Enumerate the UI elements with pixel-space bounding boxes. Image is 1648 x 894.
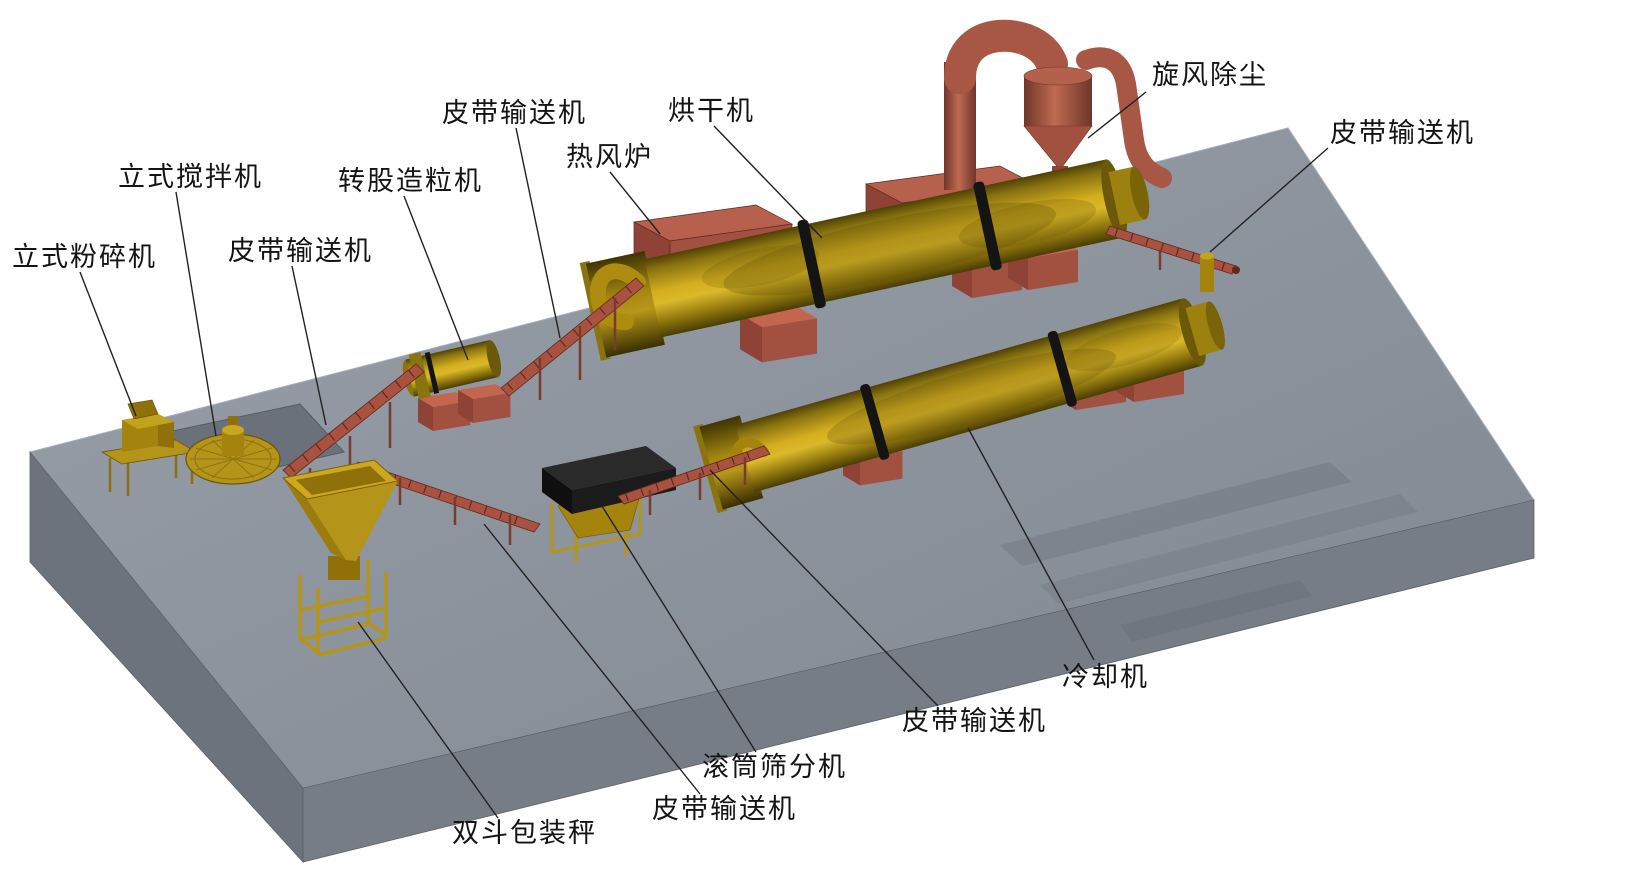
screener-legs [550,486,642,562]
label-belt-conveyor-discharge: 皮带输送机 [1330,118,1475,148]
cyclone-lid [1023,66,1093,86]
dryer-riding-ring [973,181,1002,271]
floor-stain [1000,462,1352,566]
granulator-end-cap-right [486,340,502,378]
conveyor-legs [538,298,617,400]
cooler-discharge-head [1185,301,1223,357]
crusher-table-legs [108,446,194,496]
platform-right-face [302,499,1535,863]
mixer-grid [190,439,276,479]
conveyor-lattice [625,451,751,502]
floor-stain [1120,580,1312,642]
conveyor-lattice [288,369,415,473]
screener-body-front [572,468,676,514]
leader-vertical-mixer [175,191,217,437]
cooler-riding-ring [860,383,890,460]
leader-drum-screener [601,505,757,753]
dryer-feed-chute [589,263,646,330]
leader-cyclone [1087,91,1147,139]
leader-cooler [967,427,1095,661]
leader-belt-conveyor-packing [483,523,701,795]
screener-body-top [542,446,676,490]
mixer-machine [185,416,281,485]
floor-stain [1040,494,1418,604]
belt-conveyor-cooler-feed-machine [617,437,771,515]
label-dryer: 烘干机 [668,96,755,126]
label-belt-conveyor-a: 皮带输送机 [228,236,373,266]
conveyor-band [282,363,425,479]
mixer-hub-cap [222,425,244,435]
dryer-shell [644,159,1123,338]
mixer-hub [222,430,244,456]
packing-scale-machine [281,459,400,657]
dryer-riding-ring [797,219,826,309]
leader-belt-conveyor-discharge [1209,147,1329,253]
cyclone-downpipe [1076,47,1172,188]
hopper-left-face [283,478,346,560]
packing-stand [298,560,388,657]
label-granulator: 转股造粒机 [338,166,483,196]
label-vertical-crusher: 立式粉碎机 [12,242,157,272]
belt-conveyor-b-machine [500,263,646,400]
cyclone-cone [1023,125,1093,171]
conveyor-legs [398,478,512,545]
leader-packing-scale [357,621,499,819]
leader-belt-conveyor-b [515,127,561,339]
granulator-machine [402,340,502,400]
label-vertical-mixer: 立式搅拌机 [118,162,263,192]
label-belt-conveyor-packing: 皮带输送机 [652,794,797,824]
label-cooler: 冷却机 [1062,662,1149,692]
leader-hot-air-furnace [609,171,661,235]
pipe-elbow [944,19,1068,94]
cooler-shell [735,298,1202,493]
dryer-shell-stain [701,245,820,289]
dryer-discharge-cap [1129,166,1150,220]
cooler-vent-cap [1200,252,1214,260]
leader-vertical-crusher [79,271,137,417]
conveyor-legs [648,457,747,515]
cooler-riding-ring [1047,330,1077,407]
conveyor-pulley [1232,266,1240,274]
leader-lines [79,91,1329,819]
leader-dryer [713,125,823,239]
conveyor-band [617,445,771,505]
label-packing-scale: 双斗包装秤 [452,818,597,848]
mixer-shaft [228,416,238,432]
crusher-body-top [122,414,174,429]
leader-belt-conveyor-cooler-feed [709,469,939,707]
screener-body-left [542,468,572,514]
dryer-shell-stain [723,202,1057,296]
cooler-discharge-cap [1205,301,1225,350]
leader-belt-conveyor-a [291,265,327,426]
cooler-machine [693,298,1225,514]
hopper-right-face [307,481,398,561]
label-belt-conveyor-cooler-feed: 皮带输送机 [902,706,1047,736]
cooler-vent-stub [1200,256,1214,292]
hopper-opening [296,466,386,495]
label-belt-conveyor-b: 皮带输送机 [442,98,587,128]
conveyor-band [500,277,645,397]
labels: 立式粉碎机 立式搅拌机 皮带输送机 转股造粒机 皮带输送机 热风炉 烘干机 旋风… [12,60,1475,848]
label-hot-air-furnace: 热风炉 [566,142,653,172]
cooler-shell-stain [1065,323,1182,372]
label-drum-screener: 滚筒筛分机 [702,752,847,782]
label-cyclone: 旋风除尘 [1152,60,1268,90]
leader-granulator [403,195,469,361]
cooler-shell-stain [826,348,1116,445]
granulator-riding-ring [424,351,440,394]
